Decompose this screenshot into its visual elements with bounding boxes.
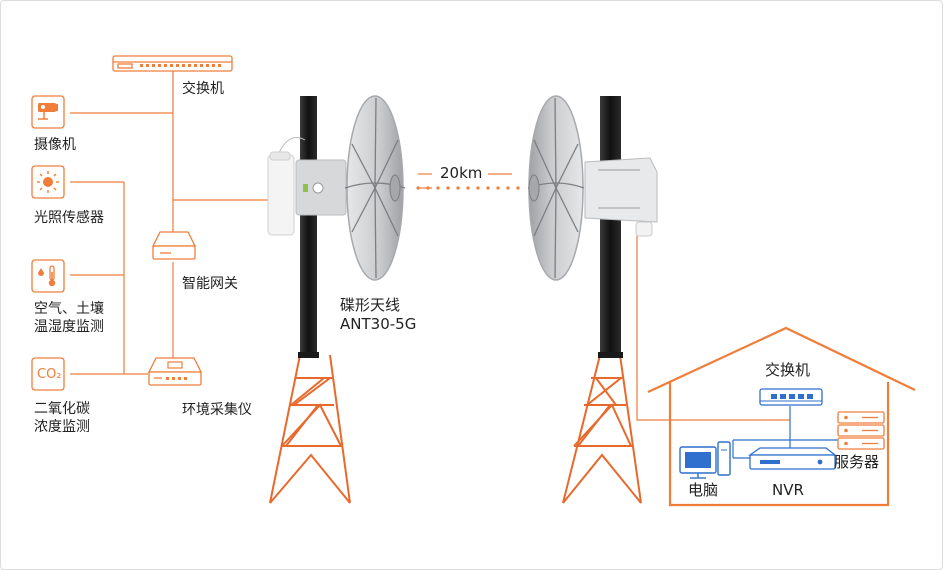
- nvr-label: NVR: [772, 481, 804, 499]
- distance-link: [416, 173, 520, 190]
- radio-unit-left: [267, 137, 347, 236]
- pc-label: 电脑: [688, 481, 719, 499]
- co2-label: 二氧化碳 浓度监测: [34, 401, 90, 435]
- air-soil-label: 空气、土壤 温湿度监测: [34, 301, 104, 335]
- pc-icon: [679, 441, 731, 479]
- distance-label: 20km: [440, 164, 483, 182]
- co2-glyph: CO₂: [37, 367, 62, 382]
- thermometer-icon: [31, 259, 65, 293]
- dish-antenna-icon: [344, 95, 406, 281]
- switch-icon: [112, 55, 233, 72]
- house-switch-label: 交换机: [765, 361, 811, 379]
- house-icon: [647, 326, 916, 507]
- house-switch-icon: [759, 388, 823, 406]
- right-pole: [600, 96, 621, 354]
- server-label: 服务器: [834, 453, 880, 471]
- light-sensor-label: 光照传感器: [34, 210, 104, 226]
- camera-label: 摄像机: [34, 137, 76, 153]
- dish-antenna-right-icon: [527, 95, 585, 281]
- left-tower: [269, 354, 351, 504]
- left-wiring: [70, 71, 270, 375]
- gateway-label: 智能网关: [182, 276, 238, 292]
- collector-icon: [147, 357, 203, 386]
- switch-top-label: 交换机: [182, 81, 224, 97]
- right-tower: [562, 354, 642, 504]
- radio-unit-right: [584, 157, 658, 237]
- antenna-label: 碟形天线 ANT30-5G: [340, 296, 417, 333]
- server-icon: [837, 411, 885, 450]
- nvr-icon: [747, 447, 837, 470]
- light-sensor-icon: [31, 165, 65, 199]
- env-collector-label: 环境采集仪: [182, 402, 252, 418]
- gateway-icon: [151, 231, 197, 260]
- left-pole: [300, 96, 317, 354]
- camera-icon: [31, 95, 65, 129]
- cable-to-house: [636, 236, 790, 421]
- co2-icon: [31, 357, 65, 391]
